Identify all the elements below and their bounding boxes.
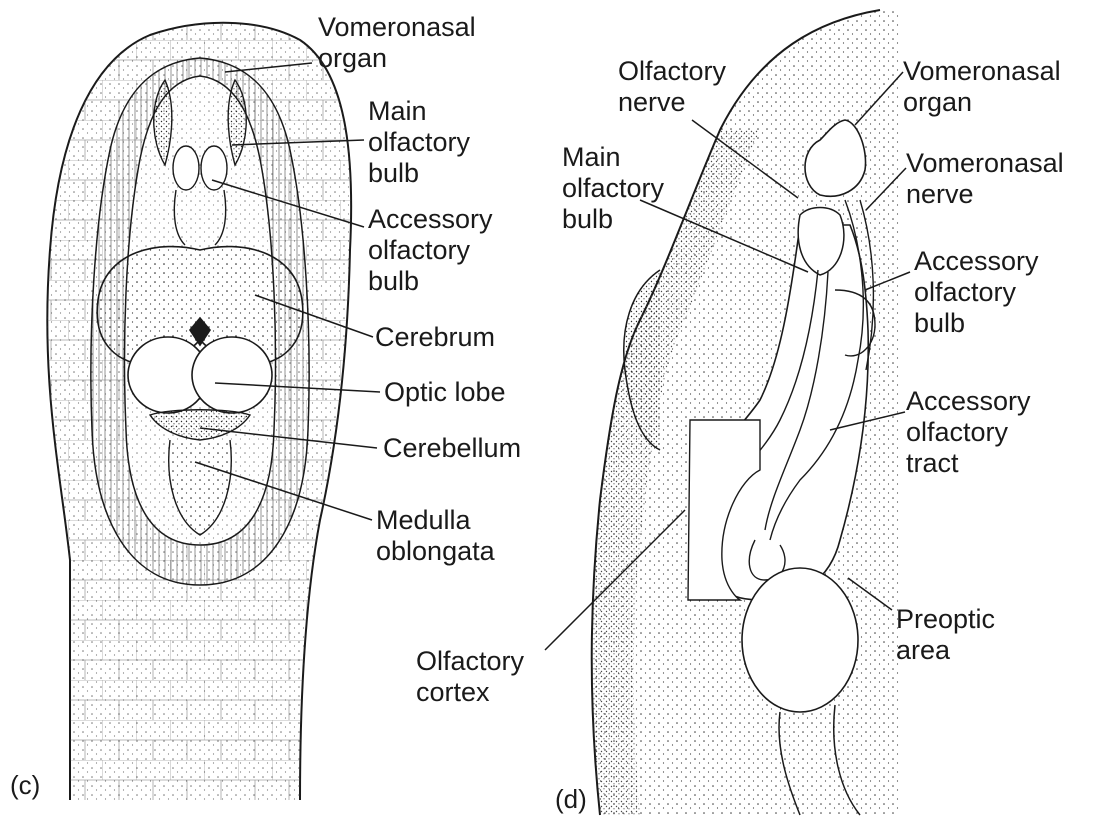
label-c-medulla-oblongata: Medulla oblongata	[376, 505, 495, 567]
label-c-vomeronasal-organ: Vomeronasal organ	[318, 12, 476, 74]
panel-c-illustration	[40, 20, 380, 810]
label-d-olfactory-cortex: Olfactory cortex	[416, 646, 524, 708]
label-c-main-olfactory-bulb: Main olfactory bulb	[368, 96, 470, 189]
label-d-vomeronasal-nerve: Vomeronasal nerve	[906, 148, 1064, 210]
label-d-accessory-olfactory-tract: Accessory olfactory tract	[906, 386, 1031, 479]
label-c-cerebellum: Cerebellum	[383, 433, 521, 464]
panel-d-letter: (d)	[555, 784, 587, 815]
label-d-vomeronasal-organ: Vomeronasal organ	[903, 56, 1061, 118]
panel-c-letter: (c)	[10, 770, 40, 801]
label-c-accessory-olfactory-bulb: Accessory olfactory bulb	[368, 204, 493, 297]
label-c-optic-lobe: Optic lobe	[384, 377, 506, 408]
label-d-preoptic-area: Preoptic area	[896, 604, 995, 666]
label-d-accessory-olfactory-bulb: Accessory olfactory bulb	[914, 246, 1039, 339]
label-d-main-olfactory-bulb: Main olfactory bulb	[562, 142, 664, 235]
panel-d-illustration	[545, 10, 910, 815]
label-d-olfactory-nerve: Olfactory nerve	[618, 56, 726, 118]
panel-d-preoptic-area	[742, 568, 858, 712]
label-c-cerebrum: Cerebrum	[375, 322, 495, 353]
